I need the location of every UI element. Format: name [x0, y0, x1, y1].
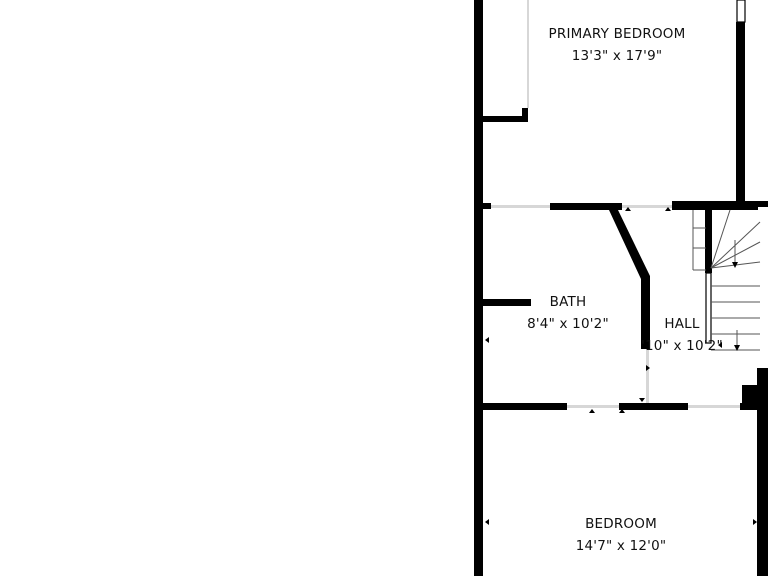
wall-left-exterior — [474, 0, 483, 576]
wall-bedroom-top-c — [740, 403, 757, 410]
dimension-markers — [485, 207, 757, 525]
wall-bedroom-top-a — [483, 403, 567, 410]
room-label-primary-bedroom: PRIMARY BEDROOM 13'3" x 17'9" — [547, 25, 687, 66]
door-bedroom-bath — [567, 405, 619, 408]
room-dimensions: 13'3" x 17'9" — [571, 48, 663, 64]
room-label-hall: HALL '10" x 10'2" — [641, 315, 723, 356]
room-name: PRIMARY BEDROOM — [548, 26, 686, 42]
room-name: BEDROOM — [585, 516, 657, 532]
wall-bath-angled — [609, 210, 650, 284]
stair-edge-right — [758, 207, 768, 407]
room-dimensions: '10" x 10'2" — [641, 338, 723, 354]
stair-rail — [705, 272, 712, 344]
wall-hall-top — [672, 201, 768, 210]
window — [736, 0, 746, 23]
wall-bath-stub — [483, 299, 531, 306]
wall-primary-right — [736, 22, 745, 202]
door-bath-hall — [646, 349, 649, 404]
stairs — [692, 209, 761, 351]
wall-bath-top-b — [550, 203, 622, 210]
room-dimensions: 8'4" x 10'2" — [527, 316, 609, 332]
door-bedroom-hall — [688, 405, 740, 408]
closet-wall — [483, 116, 528, 122]
closet-wall-return — [522, 108, 528, 122]
door-hall-top — [622, 205, 672, 208]
wall-bath-hall — [641, 279, 650, 349]
wall-bedroom-top-b — [619, 403, 688, 410]
stair-arrow-lower — [734, 345, 740, 351]
door-bath-top — [491, 205, 550, 208]
room-label-bath: BATH 8'4" x 10'2" — [518, 293, 618, 334]
stair-arrow-upper — [732, 262, 738, 268]
room-name: BATH — [549, 294, 587, 310]
wall-bath-top-a — [483, 203, 491, 209]
wall-block — [742, 385, 757, 407]
room-dimensions: 14'7" x 12'0" — [575, 538, 667, 554]
stair-newel — [705, 207, 712, 273]
room-label-bedroom: BEDROOM 14'7" x 12'0" — [571, 515, 671, 556]
room-name: HALL — [664, 316, 700, 332]
wall-right-lower — [757, 368, 768, 576]
